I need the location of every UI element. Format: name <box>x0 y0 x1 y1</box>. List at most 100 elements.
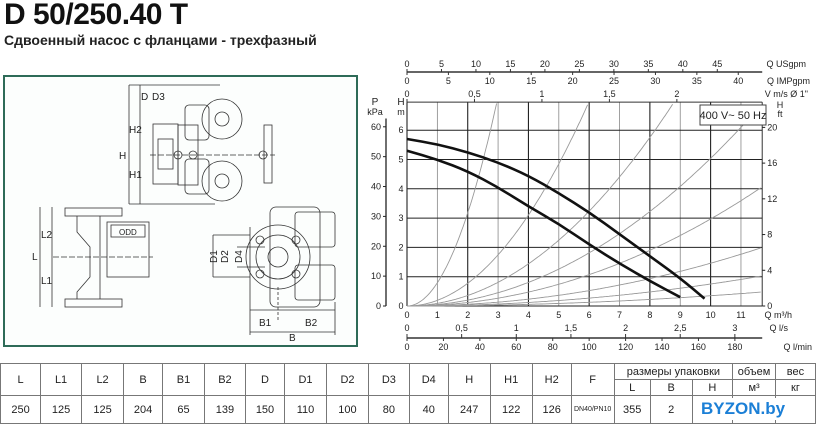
x-tick-label: 4 <box>526 310 531 320</box>
pack-sub-header: B <box>649 379 693 396</box>
pack-value: 2 <box>649 395 693 424</box>
y-tick-label: 3 <box>398 213 403 223</box>
side-view <box>39 207 153 308</box>
usgpm-tick-label: 25 <box>574 59 584 69</box>
system-curve <box>407 104 589 307</box>
kpa-tick-label: 50 <box>371 152 381 162</box>
label-b: B <box>289 333 296 344</box>
impgpm-tick-label: 20 <box>568 76 578 86</box>
ls-tick-label: 0 <box>404 323 409 333</box>
cell-value: 204 <box>123 395 164 424</box>
x-tick-label: 0 <box>404 310 409 320</box>
cell-value: 65 <box>162 395 205 424</box>
pump-schematic <box>39 84 336 335</box>
ft-tick-label: 16 <box>767 158 777 168</box>
ls-tick-label: 3 <box>732 323 737 333</box>
y-tick-label: 0 <box>398 301 403 311</box>
impgpm-tick-label: 25 <box>609 76 619 86</box>
ls-tick-label: 1,5 <box>565 323 578 333</box>
label-plate: ODD <box>119 228 137 237</box>
lmin-tick-label: 80 <box>548 342 558 352</box>
x-tick-label: 6 <box>587 310 592 320</box>
kpa-tick-label: 60 <box>371 122 381 132</box>
kpa-axis-label: P <box>372 97 379 108</box>
label-h: H <box>119 151 126 162</box>
col-header: H <box>447 363 491 396</box>
cell-value: 110 <box>284 395 327 424</box>
ls-axis-label: Q l/s <box>769 323 788 333</box>
label-d2: D2 <box>220 250 231 263</box>
velocity-tick-label: 1,5 <box>603 89 616 99</box>
ls-tick-label: 1 <box>514 323 519 333</box>
kpa-axis-unit: kPa <box>367 107 383 117</box>
col-header: D4 <box>408 363 449 396</box>
ft-axis-unit: ft <box>777 109 783 119</box>
label-l: L <box>32 252 38 263</box>
col-header: B <box>123 363 164 396</box>
cell-value: 247 <box>447 395 491 424</box>
col-header: L1 <box>40 363 83 396</box>
y-tick-label: 6 <box>398 125 403 135</box>
kpa-tick-label: 0 <box>376 301 381 311</box>
col-header: D <box>244 363 286 396</box>
ls-tick-label: 0,5 <box>455 323 468 333</box>
col-header: B1 <box>162 363 205 396</box>
pump-curve-max <box>406 137 706 300</box>
label-h2: H2 <box>129 125 142 136</box>
impgpm-tick-label: 0 <box>404 76 409 86</box>
label-d: D <box>141 92 148 103</box>
y-tick-label: 2 <box>398 242 403 252</box>
product-subtitle: Сдвоенный насос с фланцами - трехфазный <box>4 32 317 48</box>
x-tick-label: 1 <box>435 310 440 320</box>
lmin-tick-label: 0 <box>404 342 409 352</box>
usgpm-tick-label: 20 <box>540 59 550 69</box>
label-l2: L2 <box>41 230 53 241</box>
ls-tick-label: 2 <box>623 323 628 333</box>
impgpm-tick-label: 35 <box>692 76 702 86</box>
lmin-tick-label: 160 <box>691 342 706 352</box>
kpa-tick-label: 40 <box>371 182 381 192</box>
pump-curve-min <box>406 149 681 299</box>
x-tick-label: 10 <box>706 310 716 320</box>
lmin-tick-label: 120 <box>618 342 633 352</box>
ft-tick-label: 12 <box>767 194 777 204</box>
volume-unit: м³ <box>732 379 776 396</box>
ft-tick-label: 20 <box>767 122 777 132</box>
cell-value: 100 <box>325 395 369 424</box>
x-tick-label: 2 <box>465 310 470 320</box>
usgpm-tick-label: 35 <box>643 59 653 69</box>
label-l1: L1 <box>41 276 53 287</box>
front-view <box>212 206 336 335</box>
col-header: L <box>0 363 42 396</box>
ft-tick-label: 8 <box>767 230 772 240</box>
kpa-tick-label: 20 <box>371 241 381 251</box>
cell-value: 80 <box>367 395 410 424</box>
cell-value: 40 <box>408 395 449 424</box>
system-curve <box>407 187 761 307</box>
system-curve <box>407 105 762 307</box>
usgpm-tick-label: 15 <box>505 59 515 69</box>
system-curve <box>407 291 761 307</box>
velocity-tick-label: 0,5 <box>468 89 481 99</box>
pack-sub-header: H <box>691 379 734 396</box>
cell-value: 250 <box>0 395 42 424</box>
impgpm-tick-label: 40 <box>733 76 743 86</box>
y-tick-label: 4 <box>398 184 403 194</box>
volume-header: объем <box>732 363 776 380</box>
drawing-labels: D D3 H2 H H1 L2 L L1 ODD B1 B2 B D1 D2 D… <box>32 92 318 344</box>
top-view <box>128 84 275 205</box>
x-tick-label: 11 <box>736 310 745 320</box>
col-header: H2 <box>531 363 572 396</box>
x-tick-label: 7 <box>617 310 622 320</box>
impgpm-axis-label: Q IMPgpm <box>767 76 810 86</box>
lmin-tick-label: 20 <box>438 342 448 352</box>
voltage-badge: 400 V~ 50 Hz <box>700 110 767 122</box>
ft-axis-label: H <box>777 100 784 110</box>
lmin-axis-label: Q l/min <box>783 342 812 352</box>
col-header: L2 <box>81 363 125 396</box>
col-header: D3 <box>367 363 410 396</box>
dimensions-table: L L1 L2 B B1 B2 D D1 D2 D3 D4 H H1 H2 F … <box>0 363 816 424</box>
kpa-tick-label: 10 <box>371 271 381 281</box>
ls-tick-label: 2,5 <box>674 323 687 333</box>
